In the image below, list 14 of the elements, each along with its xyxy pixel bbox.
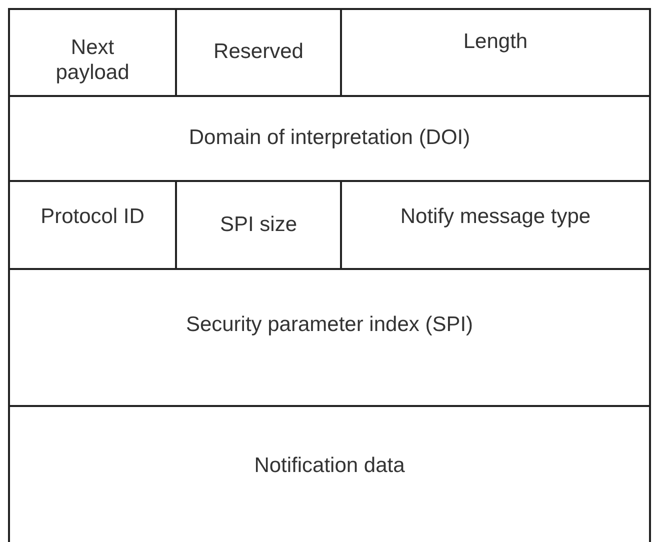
field-label: Notification data [254,454,405,478]
field-box [340,8,651,97]
field-label: Reserved [214,40,304,65]
field-label: Security parameter index (SPI) [186,313,474,338]
field-label: Protocol ID [40,204,144,230]
field-box [8,95,651,182]
field-box [8,8,177,97]
field-label: Domain of interpretation (DOI) [188,126,470,151]
field-label: Length [463,30,528,55]
field-box [8,405,651,542]
field-label: Next payload [54,36,130,85]
field-label: SPI size [220,212,298,238]
field-box [8,268,651,407]
field-label: Notify message type [400,204,591,230]
